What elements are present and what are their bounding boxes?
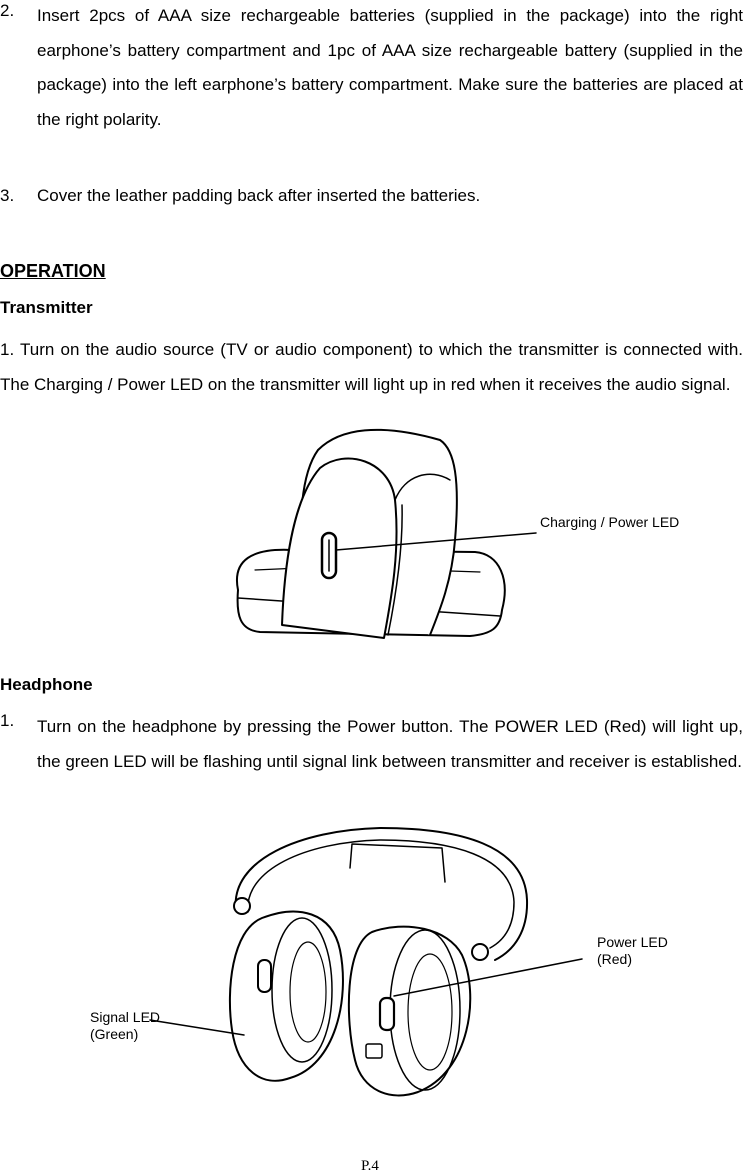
charging-led-label: Charging / Power LED — [540, 514, 680, 530]
step-text: Cover the leather padding back after ins… — [37, 186, 481, 205]
step-number: 2. — [0, 1, 15, 20]
section-heading: OPERATION — [0, 261, 106, 281]
signal-led-label-line1: Signal LED — [90, 1009, 161, 1025]
signal-led-label-line2: (Green) — [90, 1026, 139, 1042]
step-text: Turn on the headphone by pressing the Po… — [37, 717, 743, 771]
headphone-illustration — [149, 827, 583, 1097]
subsection-title: Headphone — [0, 675, 93, 694]
step-number: 3. — [0, 186, 15, 205]
step-number: 1. — [0, 711, 15, 730]
page-number: P.4 — [361, 1158, 379, 1174]
step-text: Insert 2pcs of AAA size rechargeable bat… — [37, 6, 743, 129]
transmitter-paragraph: 1. Turn on the audio source (TV or audio… — [0, 340, 743, 394]
power-led-label-line2: (Red) — [597, 951, 633, 967]
power-led-label-line1: Power LED — [597, 934, 668, 950]
subsection-title: Transmitter — [0, 298, 93, 317]
transmitter-illustration — [235, 428, 537, 639]
